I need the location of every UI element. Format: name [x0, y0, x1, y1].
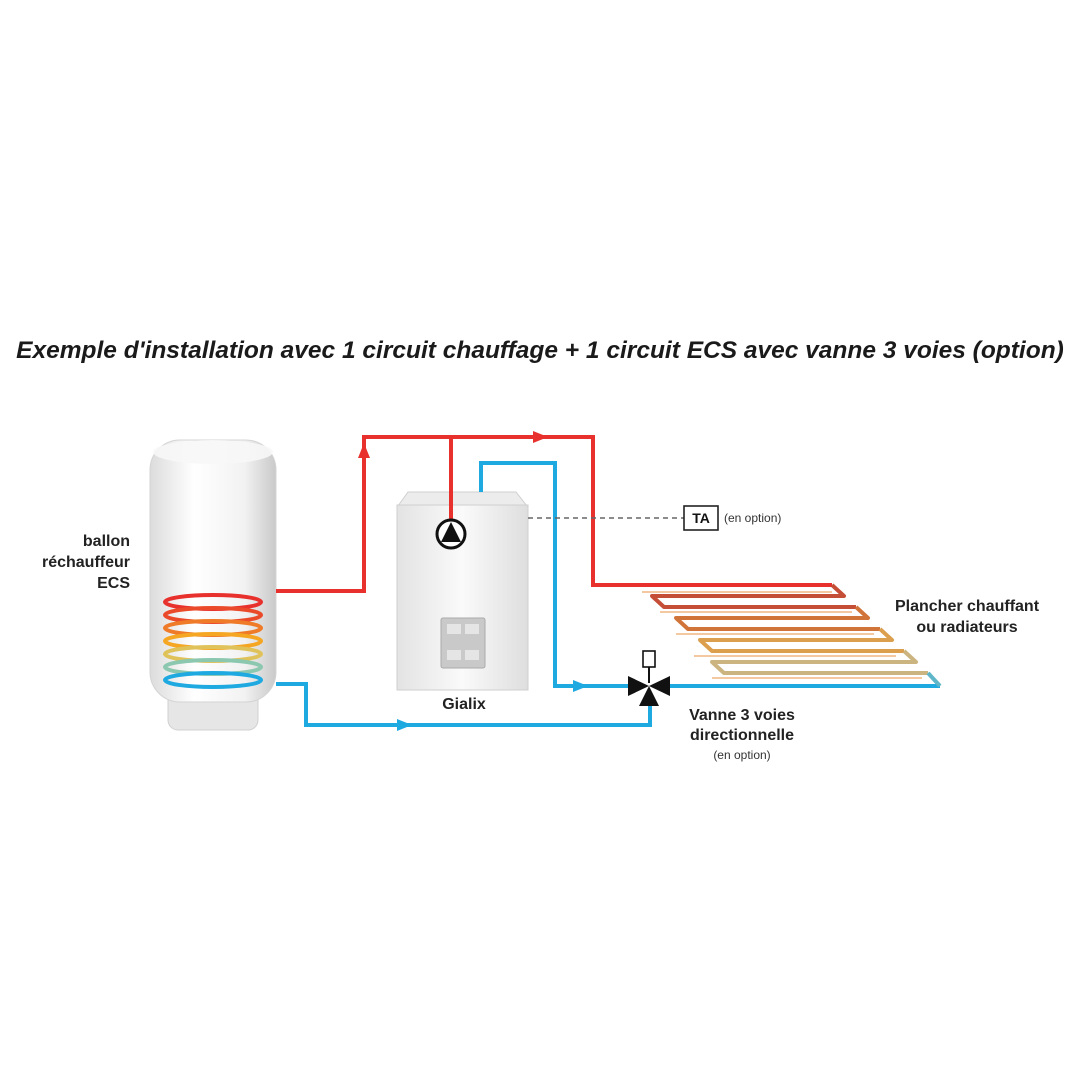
underfloor-heating-loops [650, 583, 942, 688]
cold-flow-arrow-valve [573, 680, 588, 692]
thermostat-note: (en option) [724, 511, 781, 525]
hot-pipes [276, 435, 832, 593]
circulator-pump-icon [435, 518, 467, 550]
valve-note: (en option) [713, 748, 770, 762]
valve-label-line-2: directionnelle [690, 727, 794, 744]
tank-label-line-2: réchauffeur [42, 554, 130, 571]
tank-label-line-3: ECS [97, 575, 130, 592]
floor-label-line-2: ou radiateurs [916, 619, 1017, 636]
thermostat-box [683, 505, 719, 531]
tank-heating-coil [163, 593, 263, 689]
cold-flow-arrow-return [397, 719, 412, 731]
hot-flow-arrow-up [358, 443, 370, 458]
three-way-valve-icon [628, 650, 670, 706]
diagram-title: Exemple d'installation avec 1 circuit ch… [16, 337, 1064, 364]
thermostat-label: TA [692, 510, 710, 526]
valve-label-line-1: Vanne 3 voies [689, 707, 795, 724]
tank-label-line-1: ballon [83, 533, 130, 550]
underfloor-heating-inner [642, 591, 922, 679]
boiler-unit [396, 491, 529, 691]
boiler-label: Gialix [442, 696, 486, 713]
floor-label-line-1: Plancher chauffant [895, 598, 1040, 615]
hot-flow-arrow-right [533, 431, 548, 443]
